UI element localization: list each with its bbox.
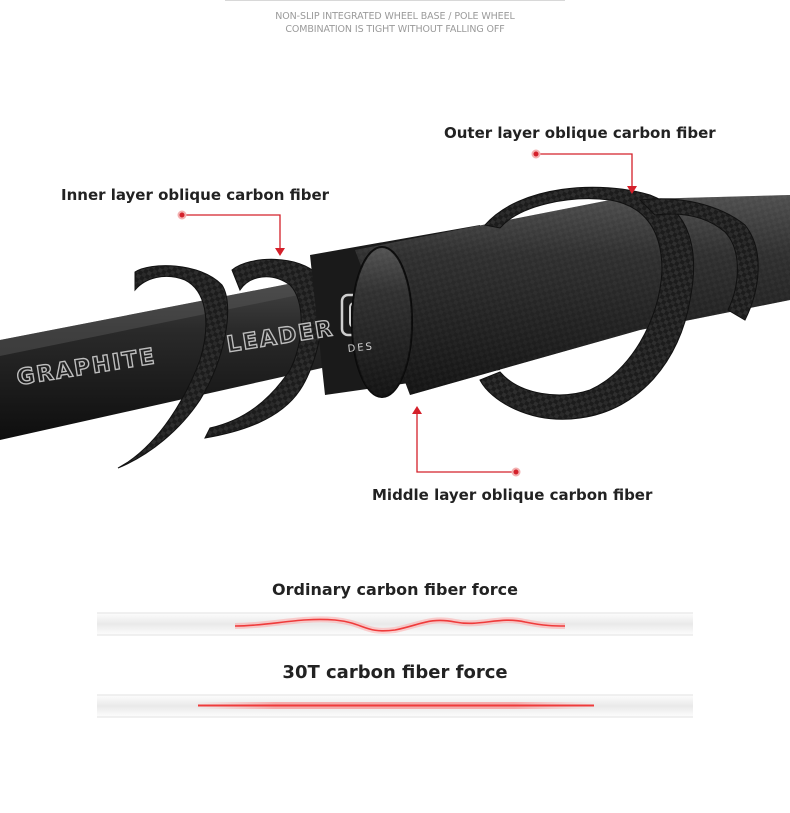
outer-leader-arrow [627, 186, 637, 194]
inner-leader-dot [177, 210, 187, 220]
ordinary-force-wave [234, 618, 566, 632]
inner-leader-arrow [275, 248, 285, 256]
top-divider [225, 0, 565, 1]
outer-leader-line [536, 153, 633, 188]
outer-layer-label: Outer layer oblique carbon fiber [444, 124, 716, 142]
ordinary-force-tube [97, 612, 693, 636]
middle-leader-arrow [412, 406, 422, 414]
top-caption-line2: COMBINATION IS TIGHT WITHOUT FALLING OFF [285, 24, 505, 35]
top-caption-line1: NON-SLIP INTEGRATED WHEEL BASE / POLE WH… [275, 11, 515, 22]
middle-leader-dot [511, 467, 521, 477]
t30-force-tube [97, 694, 693, 718]
outer-wrap-bands [479, 186, 759, 420]
outer-leader-dot [531, 149, 541, 159]
middle-layer-label: Middle layer oblique carbon fiber [372, 486, 653, 504]
ordinary-force-title: Ordinary carbon fiber force [272, 580, 518, 599]
inner-leader-line [182, 214, 281, 250]
rod-design-text: DES [347, 341, 374, 355]
t30-force-title: 30T carbon fiber force [282, 662, 508, 683]
top-caption: NON-SLIP INTEGRATED WHEEL BASE / POLE WH… [0, 10, 790, 36]
middle-leader-line [416, 412, 516, 473]
thin-rod [0, 270, 380, 440]
inner-layer-label: Inner layer oblique carbon fiber [61, 186, 330, 204]
